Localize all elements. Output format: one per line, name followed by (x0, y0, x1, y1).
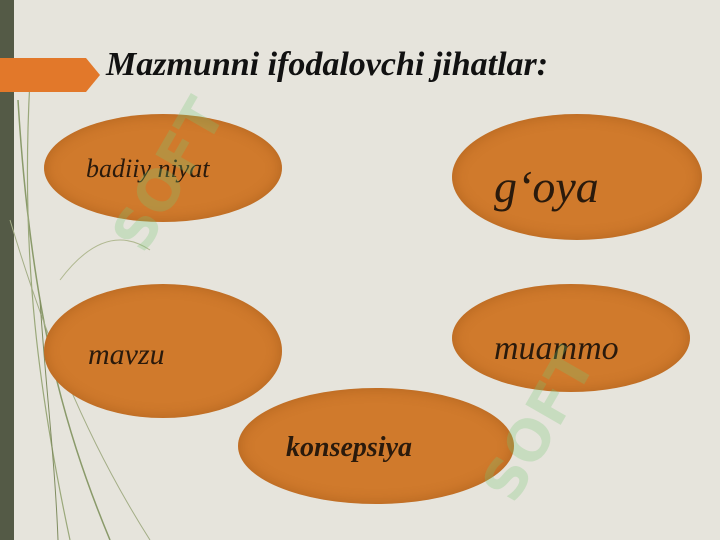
oval-konsepsiya (238, 388, 514, 504)
oval-muammo (452, 284, 690, 392)
oval-goya (452, 114, 702, 240)
title-marker-tab (0, 58, 100, 92)
oval-mavzu-label: mavzu (88, 338, 165, 371)
oval-mavzu (44, 284, 282, 418)
oval-goya-label: g‘oya (494, 161, 599, 212)
oval-badiiy-niyat (44, 114, 282, 222)
oval-muammo-label: muammo (494, 330, 619, 367)
oval-konsepsiya-label: konsepsiya (286, 432, 412, 463)
slide-title: Mazmunni ifodalovchi jihatlar: (106, 46, 549, 83)
oval-badiiy-niyat-label: badiiy niyat (86, 154, 210, 183)
left-accent-bar (0, 0, 14, 540)
